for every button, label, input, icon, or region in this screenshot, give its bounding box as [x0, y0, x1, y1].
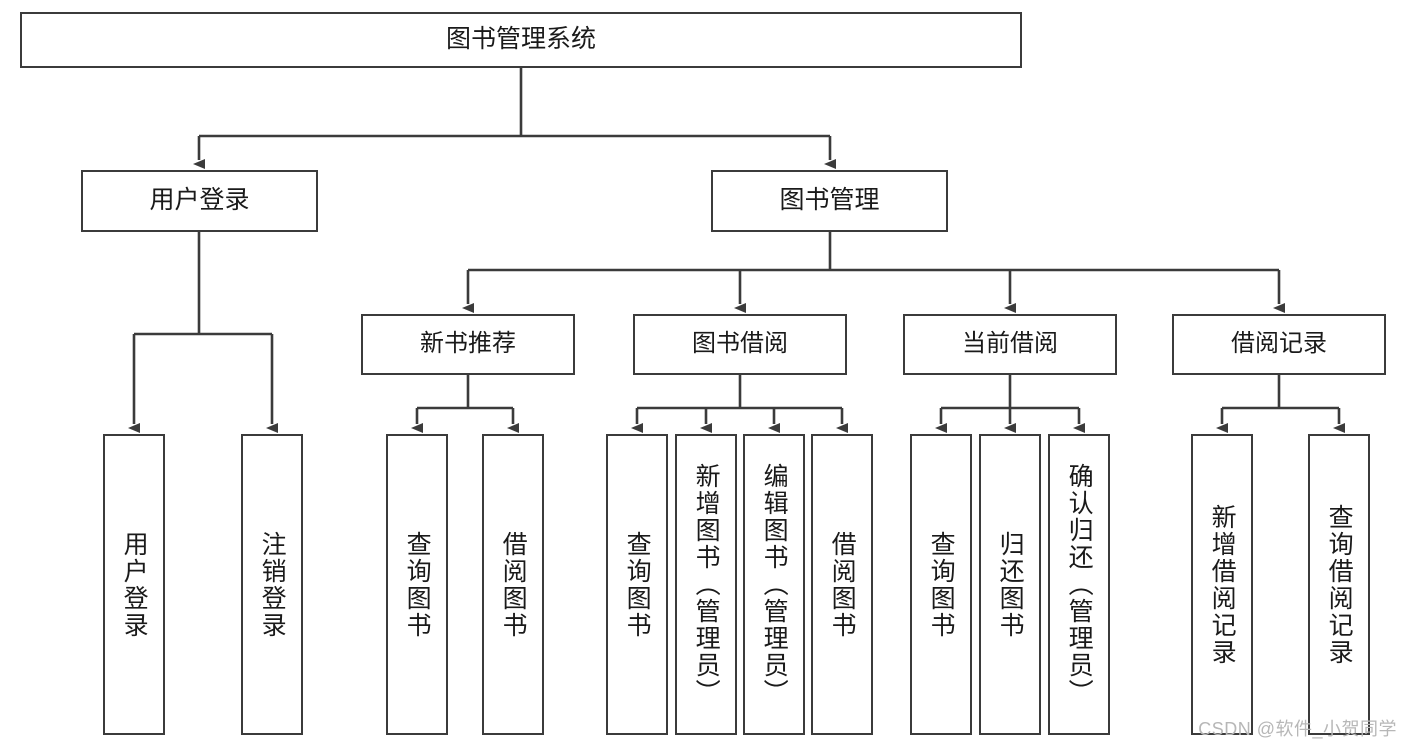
- node-book-borrow[interactable]: 图书借阅: [633, 314, 847, 375]
- node-label: 当前借阅: [962, 330, 1058, 358]
- node-label: 借阅图书: [499, 530, 528, 639]
- leaf-book-borrow-borrow[interactable]: 借阅图书: [811, 434, 873, 735]
- node-label: 注销登录: [258, 530, 287, 639]
- node-label: 编辑图书（管理员）: [760, 463, 789, 706]
- node-label: 查询图书: [403, 530, 432, 639]
- node-label: 图书借阅: [692, 330, 788, 358]
- node-label: 用户登录: [149, 186, 250, 215]
- node-label: 新书推荐: [420, 330, 516, 358]
- node-label: 确认归还（管理员）: [1065, 463, 1094, 706]
- leaf-new-book-borrow[interactable]: 借阅图书: [482, 434, 544, 735]
- node-label: 图书管理: [779, 186, 880, 215]
- node-label: 借阅图书: [828, 530, 857, 639]
- node-book-management-system[interactable]: 图书管理系统: [20, 12, 1022, 68]
- leaf-current-borrow-confirm-return[interactable]: 确认归还（管理员）: [1048, 434, 1110, 735]
- leaf-book-borrow-edit[interactable]: 编辑图书（管理员）: [743, 434, 805, 735]
- node-label: 查询图书: [623, 530, 652, 639]
- node-label: 查询图书: [927, 530, 956, 639]
- leaf-borrow-record-add[interactable]: 新增借阅记录: [1191, 434, 1253, 735]
- leaf-borrow-record-query[interactable]: 查询借阅记录: [1308, 434, 1370, 735]
- node-label: 用户登录: [120, 530, 149, 639]
- leaf-current-borrow-query[interactable]: 查询图书: [910, 434, 972, 735]
- node-label: 新增图书（管理员）: [692, 463, 721, 706]
- csdn-watermark: CSDN @软件_小贺同学: [1198, 719, 1397, 739]
- node-new-book-recommend[interactable]: 新书推荐: [361, 314, 575, 375]
- node-label: 归还图书: [996, 530, 1025, 639]
- node-label: 借阅记录: [1231, 330, 1327, 358]
- leaf-book-borrow-add[interactable]: 新增图书（管理员）: [675, 434, 737, 735]
- leaf-user-login-signin[interactable]: 用户登录: [103, 434, 165, 735]
- leaf-new-book-query[interactable]: 查询图书: [386, 434, 448, 735]
- node-label: 图书管理系统: [445, 25, 596, 54]
- node-borrow-record[interactable]: 借阅记录: [1172, 314, 1386, 375]
- node-label: 查询借阅记录: [1325, 503, 1354, 666]
- node-book-management[interactable]: 图书管理: [711, 170, 948, 232]
- leaf-book-borrow-query[interactable]: 查询图书: [606, 434, 668, 735]
- node-user-login[interactable]: 用户登录: [81, 170, 318, 232]
- leaf-current-borrow-return[interactable]: 归还图书: [979, 434, 1041, 735]
- leaf-user-login-signout[interactable]: 注销登录: [241, 434, 303, 735]
- node-label: 新增借阅记录: [1208, 503, 1237, 666]
- node-current-borrow[interactable]: 当前借阅: [903, 314, 1117, 375]
